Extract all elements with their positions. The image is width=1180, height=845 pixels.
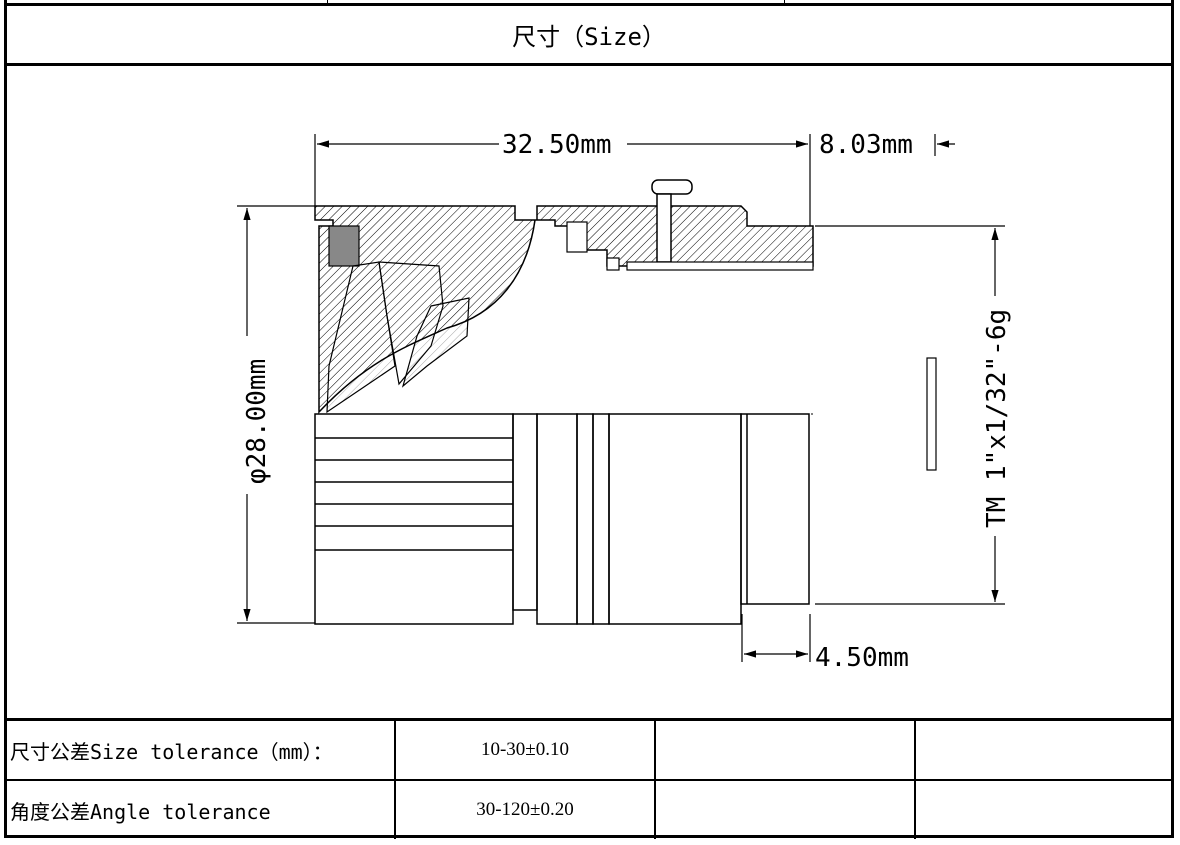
table-row: 角度公差Angle tolerance 30-120±0.20: [4, 781, 1174, 839]
dimension-thread: TM 1"x1/32"-6g: [815, 225, 1012, 605]
back-focus-label: 4.50mm: [815, 643, 909, 673]
dimension-back-focus: 4.50mm: [741, 614, 909, 673]
dimension-mount-length: 8.03mm: [819, 130, 955, 160]
set-screw-shaft: [656, 193, 672, 263]
empty-cell: [916, 721, 1171, 779]
diameter-label: φ28.00mm: [242, 359, 272, 484]
column-divider: [327, 0, 328, 6]
angle-tolerance-label: 角度公差Angle tolerance: [4, 781, 396, 839]
set-screw-head: [651, 179, 693, 195]
empty-cell: [916, 781, 1171, 839]
section-title: 尺寸（Size）: [4, 6, 1174, 66]
lens-body-exterior: [314, 413, 810, 625]
thread-marker: [926, 357, 937, 471]
size-tolerance-value: 10-30±0.10: [396, 721, 656, 779]
lens-element-rear: [401, 297, 470, 388]
empty-cell: [656, 721, 916, 779]
top-table-strip: [4, 0, 1174, 6]
document-frame: [4, 0, 1174, 838]
dimension-diameter: φ28.00mm: [237, 205, 315, 624]
lens-cross-section: [314, 179, 814, 414]
column-divider: [784, 0, 785, 6]
retaining-ring: [328, 225, 360, 267]
dimension-overall-length: 32.50mm: [314, 130, 811, 226]
mount-length-label: 8.03mm: [819, 130, 913, 160]
overall-length-label: 32.50mm: [502, 130, 612, 160]
angle-tolerance-value: 30-120±0.20: [396, 781, 656, 839]
lens-dimension-drawing: 32.50mm 8.03mm φ28.00mm TM 1"x1/32"-6g: [7, 66, 1171, 718]
lens-drawing-svg: 32.50mm 8.03mm φ28.00mm TM 1"x1/32"-6g: [237, 130, 1012, 673]
section-title-text: 尺寸（Size）: [512, 23, 666, 51]
empty-cell: [656, 781, 916, 839]
thread-spec-label: TM 1"x1/32"-6g: [982, 309, 1012, 528]
size-tolerance-label: 尺寸公差Size tolerance（mm）：: [4, 721, 396, 779]
tolerance-table: 尺寸公差Size tolerance（mm）： 10-30±0.10 角度公差A…: [4, 718, 1174, 839]
table-row: 尺寸公差Size tolerance（mm）： 10-30±0.10: [4, 721, 1174, 781]
